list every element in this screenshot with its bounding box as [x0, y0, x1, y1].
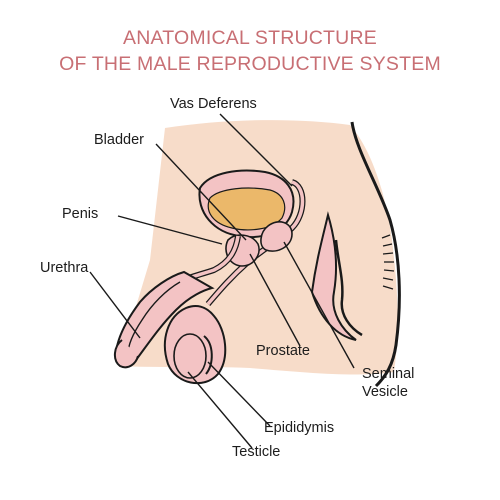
glans — [114, 339, 139, 369]
label-bladder: Bladder — [94, 132, 144, 148]
label-penis: Penis — [62, 206, 99, 222]
leader-urethra — [89, 271, 141, 339]
rectum-inner — [334, 239, 363, 337]
leader-prostate — [249, 253, 301, 347]
label-seminal-vesicle-line1: Seminal — [362, 366, 415, 382]
label-testicle: Testicle — [232, 444, 281, 460]
title-line-2: OF THE MALE REPRODUCTIVE SYSTEM — [59, 53, 441, 75]
title-line-1: ANATOMICAL STRUCTURE — [123, 27, 377, 49]
leader-epididymis — [207, 361, 271, 427]
leader-lines — [89, 113, 355, 449]
epididymis — [203, 335, 213, 375]
testicle — [173, 333, 207, 379]
rectum — [310, 211, 357, 341]
penis-inner — [127, 281, 181, 355]
label-prostate: Prostate — [256, 343, 310, 359]
leader-testicle — [187, 371, 253, 449]
label-epididymis: Epididymis — [264, 420, 335, 436]
body-hatching — [381, 234, 395, 290]
leader-bladder — [155, 143, 247, 241]
leader-seminal-vesicle — [283, 241, 355, 369]
leader-vas-deferens — [219, 113, 293, 187]
leader-penis — [117, 215, 223, 245]
label-vas-deferens: Vas Deferens — [170, 96, 257, 112]
label-urethra: Urethra — [40, 260, 89, 276]
body-contour — [350, 121, 401, 388]
label-seminal-vesicle-line2: Vesicle — [362, 384, 408, 400]
